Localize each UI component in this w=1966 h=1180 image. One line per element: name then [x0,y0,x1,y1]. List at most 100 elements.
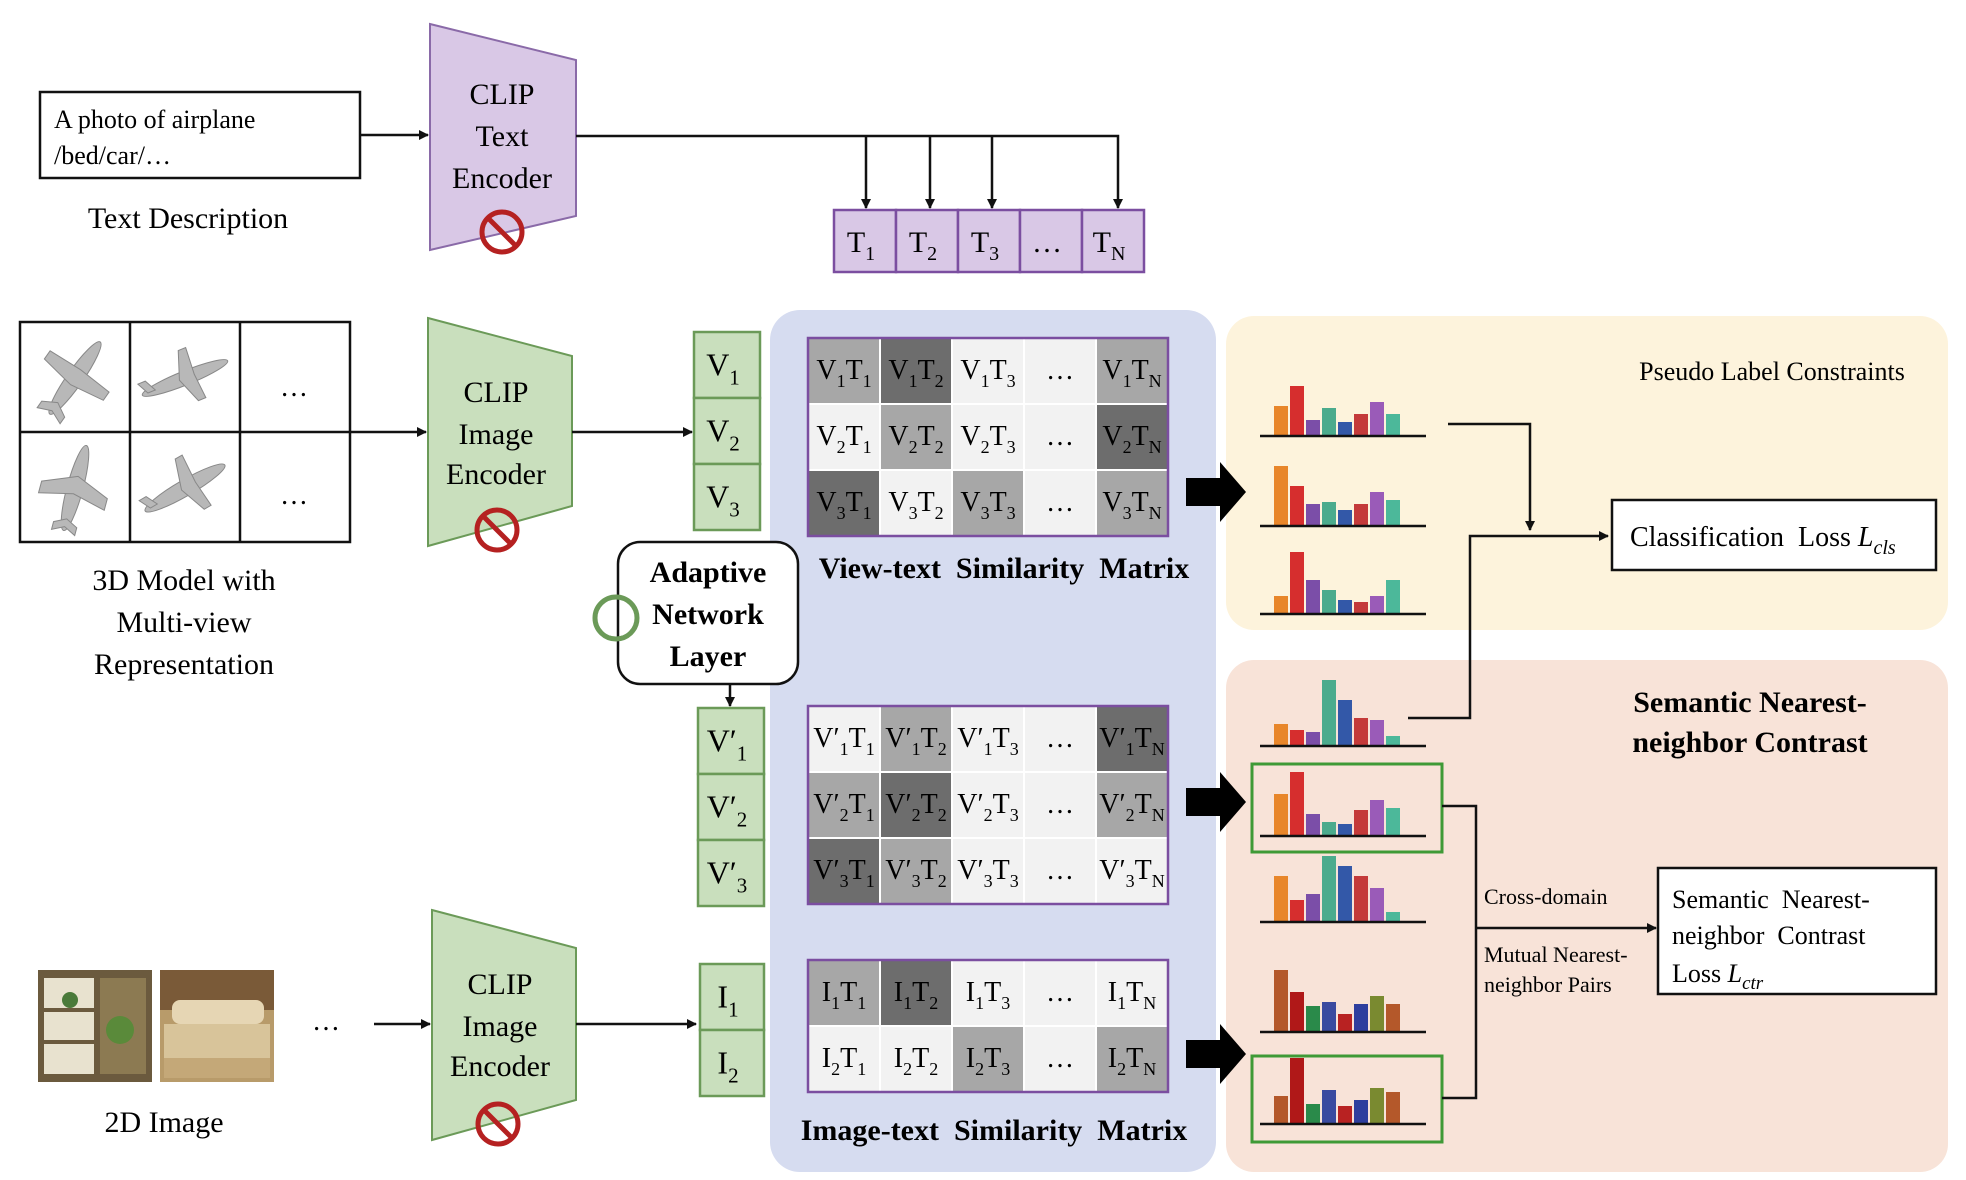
matrix-cell-label: I1T2 [894,977,938,1013]
cross-domain-label: Cross-domain [1484,884,1607,909]
feature-label: V2 [706,413,740,456]
arrow-encoder-to-tokens [576,134,1123,209]
big-arrow-view-text [1186,462,1246,522]
multiview-caption-line1: 3D Model with [92,564,275,597]
histogram-bar [1306,814,1320,836]
multiview-ellipsis-top: … [280,372,308,403]
histogram-bar [1338,700,1352,746]
text-token-label: T3 [971,226,999,265]
matrix-cell [879,403,953,471]
matrix-cell-label: V1TN [1102,355,1161,391]
matrix-cell-label: V3TN [1102,487,1161,523]
histogram-bar [1338,1014,1352,1032]
connector-pair-3d [1442,804,1478,1100]
matrix-cell-label: I1T3 [966,977,1010,1013]
matrix-cell-label: … [1046,487,1074,518]
histogram-bar [1290,386,1304,436]
text-token-label: T1 [847,226,875,265]
matrix-cell-label: I1TN [1108,977,1156,1013]
text-token-label: TN [1093,226,1126,265]
snc-loss-box [1656,866,1938,996]
histogram-bar [1322,502,1336,526]
histogram-bar [1306,1104,1320,1124]
histogram-bar [1370,1088,1384,1124]
histogram-bar [1370,492,1384,526]
feature-cell [692,396,762,466]
matrix-cell-label: V′2T2 [885,789,946,825]
matrix-cell [1095,705,1169,773]
text-token-label: T2 [909,226,937,265]
snc-loss-line3: Loss Lctr [1672,959,1764,994]
matrix-cell [1095,837,1169,905]
histogram-bar [1306,420,1320,436]
text-token-cell [894,208,960,274]
matrix-cell-label: … [1046,421,1074,452]
image-2d-bedroom [160,970,274,1082]
feature-label: I2 [717,1045,738,1088]
matrix-cell [1023,705,1097,773]
multiview-caption-line3: Representation [94,648,274,681]
feature-cell [692,330,762,400]
matrix-cell-label: V1T3 [960,355,1015,391]
feature-cell [696,706,766,776]
histogram-bar [1290,486,1304,526]
image-encoder-3d-line2: Image [459,418,534,451]
text-encoder-line3: Encoder [452,162,552,195]
histogram-bar [1354,1004,1368,1032]
image-encoder-2d-line2: Image [463,1010,538,1043]
classification-loss-label: Classification Loss Lcls [1630,522,1896,559]
histogram-bar [1274,876,1288,922]
histogram-bar [1386,1004,1400,1032]
matrix-cell-label: I2T3 [966,1043,1010,1079]
matrix-cell [807,1025,881,1093]
adaptive-layer-line3: Layer [670,640,747,673]
matrix-cell-label: V1T2 [888,355,943,391]
adaptive-layer-box [616,540,800,686]
matrix-cell [807,705,881,773]
histogram-bar [1322,1090,1336,1124]
snc-loss-line2: neighbor Contrast [1672,921,1866,950]
matrix-cell-label: V′3T3 [957,855,1018,891]
matrix-cell [807,469,881,537]
image-encoder-2d-line1: CLIP [467,968,532,1001]
matrix-border [806,704,1170,906]
histogram-bar [1386,912,1400,922]
matrix-cell-label: V′1T2 [885,723,946,759]
snc-title-line1: Semantic Nearest- [1633,686,1867,719]
matrix-cell-label: I2T1 [822,1043,866,1079]
feature-cell [696,772,766,842]
matrix-cell-label: V′3T1 [813,855,874,891]
image-2d-shelf [38,970,152,1082]
text-token-cell [956,208,1022,274]
airplane-view-2 [136,346,229,402]
histogram-bar [1370,720,1384,746]
histogram-bar [1370,996,1384,1032]
matrix-cell-label: V′2TN [1099,789,1164,825]
matrix-cell-label: V2T2 [888,421,943,457]
matrix-cell [807,771,881,839]
histogram-bar [1274,406,1288,436]
histogram-bar [1290,730,1304,746]
histogram-bar [1322,856,1336,922]
feature-cell [692,462,762,532]
histogram-bar [1370,402,1384,436]
matrix-cell-label: V3T1 [816,487,871,523]
histogram-bar [1274,794,1288,836]
classification-loss-box [1610,498,1938,572]
matrix-cell-label: … [1046,977,1074,1008]
trainable-icon [592,594,640,642]
matrix-cell [951,1025,1025,1093]
matrix-cell [951,337,1025,405]
histogram-bar [1354,718,1368,746]
view-text-matrix-title: View-text Similarity Matrix [819,552,1189,585]
matrix-cell-label: … [1046,1043,1074,1074]
pseudo-label-title: Pseudo Label Constraints [1639,357,1905,386]
matrix-cell-label: V′1T1 [813,723,874,759]
text-encoder-line2: Text [476,120,530,153]
image-encoder-2d-line3: Encoder [450,1050,550,1083]
histogram-bar [1370,596,1384,614]
